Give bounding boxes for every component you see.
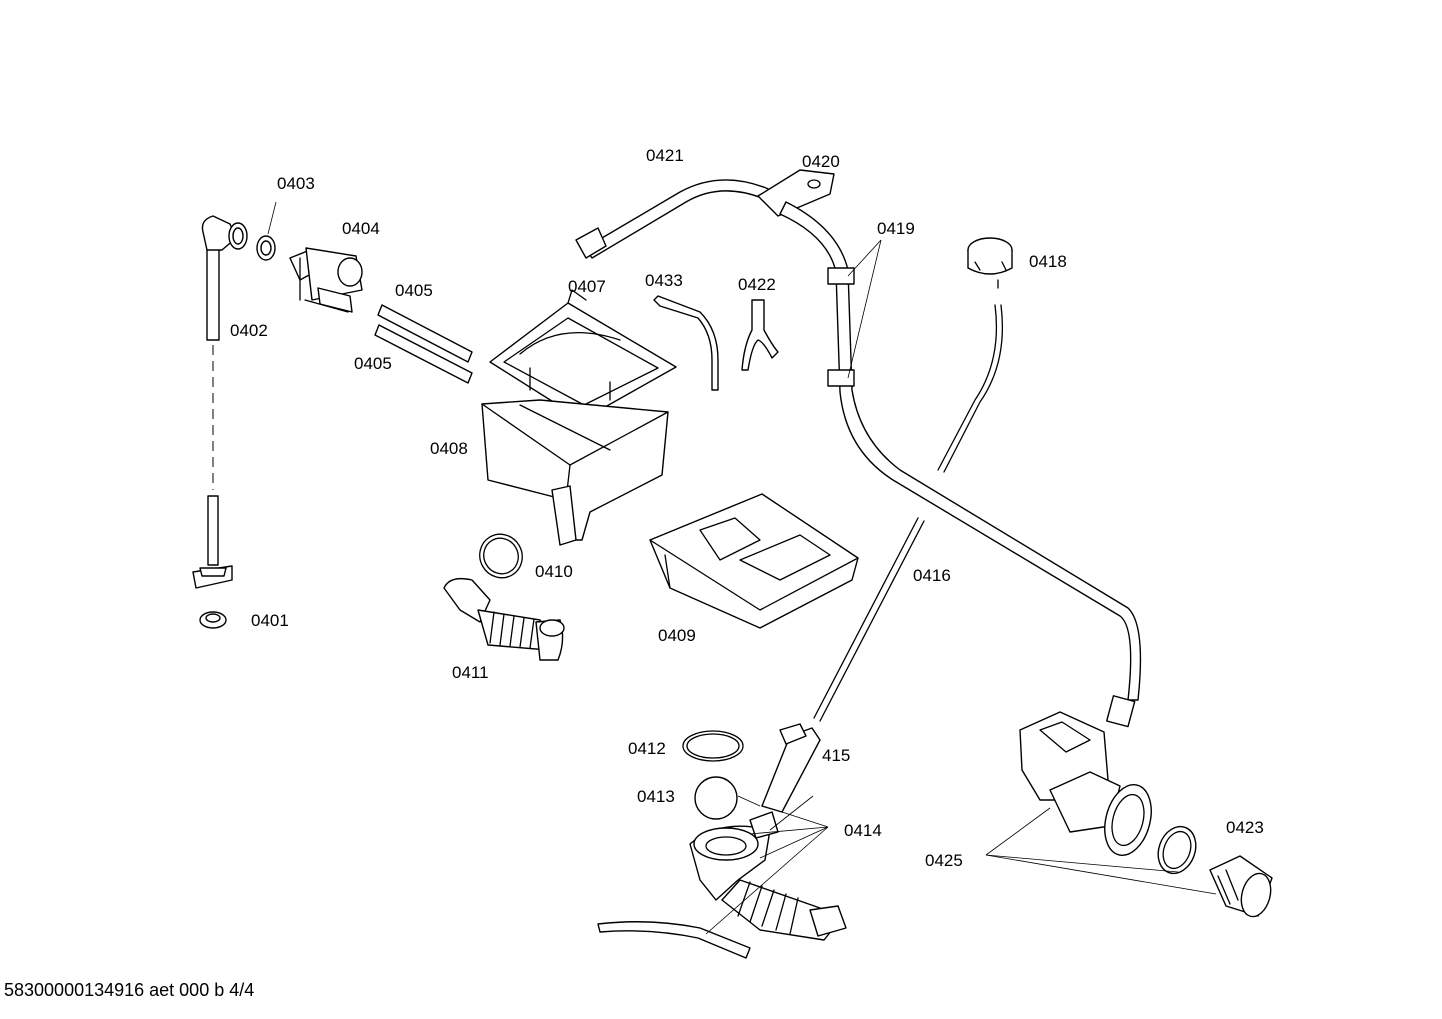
part-0425-drain-pump bbox=[1019, 711, 1152, 856]
part-0401-washer bbox=[199, 611, 227, 629]
label-0419: 0419 bbox=[877, 219, 915, 238]
document-footer-code: 58300000134916 aet 000 b 4/4 bbox=[4, 980, 255, 1000]
part-0421-hose bbox=[575, 179, 791, 259]
part-0416-pressure-tube bbox=[813, 304, 1004, 722]
part-0403-seal-ring bbox=[256, 235, 276, 261]
part-0402-lower-fitting bbox=[192, 495, 233, 589]
part-0405-tube-lower bbox=[374, 324, 473, 384]
label-0403: 0403 bbox=[277, 174, 315, 193]
part-0419-hose-bend bbox=[779, 201, 1142, 728]
label-0405-upper: 0405 bbox=[395, 281, 433, 300]
part-pump-filter bbox=[1209, 855, 1273, 918]
label-0405-lower: 0405 bbox=[354, 354, 392, 373]
part-0413-ball bbox=[694, 776, 738, 820]
label-0413: 0413 bbox=[637, 787, 675, 806]
part-0412-o-ring bbox=[682, 730, 744, 762]
label-0409: 0409 bbox=[658, 626, 696, 645]
label-0420: 0420 bbox=[802, 152, 840, 171]
label-0418: 0418 bbox=[1029, 252, 1067, 271]
part-0410-o-ring bbox=[479, 533, 523, 579]
part-0420-clamp bbox=[757, 169, 835, 217]
leader-lines bbox=[267, 201, 1217, 935]
label-0407: 0407 bbox=[568, 277, 606, 296]
label-0412: 0412 bbox=[628, 739, 666, 758]
part-0408-dispenser-housing bbox=[481, 399, 669, 546]
part-0418-pressure-switch bbox=[967, 237, 1013, 289]
part-0423-seal bbox=[1157, 825, 1197, 875]
label-0408: 0408 bbox=[430, 439, 468, 458]
label-0402: 0402 bbox=[230, 321, 268, 340]
part-0414-sump bbox=[689, 811, 847, 941]
part-0402-hose-elbow bbox=[201, 215, 248, 341]
part-0414-small-hose bbox=[597, 921, 751, 959]
label-0416: 0416 bbox=[913, 566, 951, 585]
label-0404: 0404 bbox=[342, 219, 380, 238]
label-0421: 0421 bbox=[646, 146, 684, 165]
label-415: 415 bbox=[822, 746, 850, 765]
label-0410: 0410 bbox=[535, 562, 573, 581]
part-415-air-chamber bbox=[761, 723, 821, 813]
part-0409-detergent-drawer bbox=[649, 493, 859, 629]
label-0401: 0401 bbox=[251, 611, 289, 630]
label-0414: 0414 bbox=[844, 821, 882, 840]
part-0411-bellows-hose bbox=[443, 577, 565, 661]
label-0411: 0411 bbox=[452, 663, 489, 682]
label-0423: 0423 bbox=[1226, 818, 1264, 837]
label-0433: 0433 bbox=[645, 271, 683, 290]
label-0422: 0422 bbox=[738, 275, 776, 294]
label-0425: 0425 bbox=[925, 851, 963, 870]
part-labels: 0401 0402 0403 0404 0405 0405 0407 0408 … bbox=[230, 146, 1264, 870]
part-0422-clip bbox=[741, 299, 779, 371]
part-0433-bent-hose bbox=[653, 295, 719, 391]
part-0405-tube-upper bbox=[377, 304, 473, 363]
part-0404-inlet-valve bbox=[289, 247, 363, 313]
part-0407-dispenser-lid bbox=[489, 289, 677, 421]
